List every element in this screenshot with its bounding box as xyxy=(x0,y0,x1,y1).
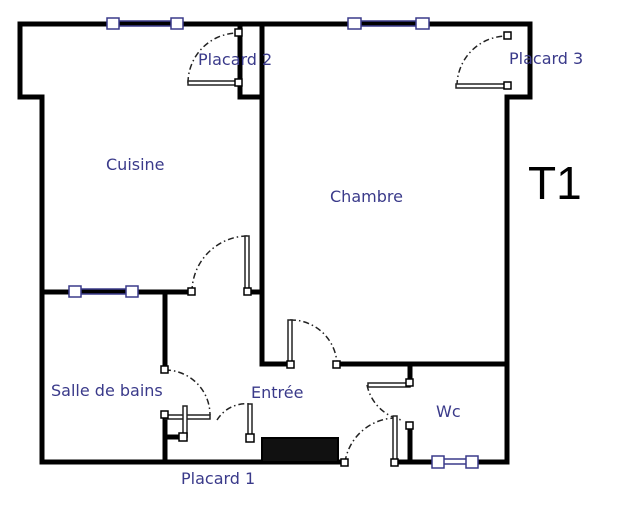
room-label-salle-de-bains: Salle de bains xyxy=(51,381,163,400)
placard-1-block xyxy=(261,437,339,463)
plan-title: T1 xyxy=(528,157,582,209)
room-label-placard-1: Placard 1 xyxy=(181,469,256,488)
room-label-placard-3: Placard 3 xyxy=(509,49,584,68)
room-label-wc: Wc xyxy=(436,402,461,421)
room-label-chambre: Chambre xyxy=(330,187,403,206)
room-label-placard-2: Placard 2 xyxy=(198,50,273,69)
door-hinges xyxy=(160,28,512,467)
room-label-cuisine: Cuisine xyxy=(106,155,165,174)
doors xyxy=(164,32,508,463)
windows xyxy=(68,17,479,469)
room-label-entree: Entrée xyxy=(251,383,304,402)
